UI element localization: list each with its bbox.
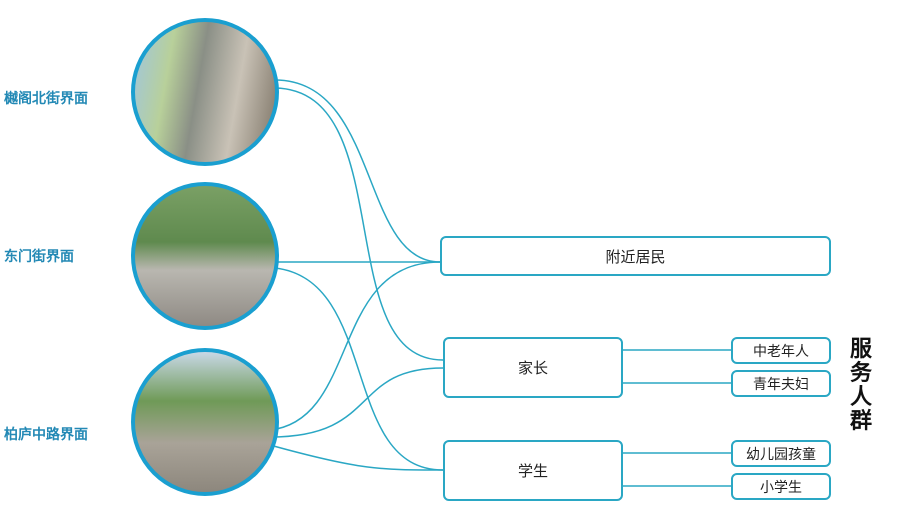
line-1-parents — [274, 87, 444, 361]
interface-label-2: 东门街界面 — [4, 249, 74, 265]
line-3-residents — [269, 261, 441, 431]
line-3-students — [269, 444, 444, 471]
group-residents: 附近居民 — [440, 236, 831, 276]
line-3-parents — [269, 367, 444, 438]
street-photo-1 — [131, 18, 279, 166]
subgroup-primary: 小学生 — [731, 473, 831, 500]
side-title: 服务人群 — [850, 337, 873, 434]
interface-label-1: 樾阁北街界面 — [4, 91, 88, 107]
street-photo-2 — [131, 182, 279, 330]
subgroup-elderly: 中老年人 — [731, 337, 831, 364]
line-2-students — [274, 267, 444, 471]
street-photo-3 — [131, 348, 279, 496]
interface-label-3: 柏庐中路界面 — [4, 427, 88, 443]
group-parents: 家长 — [443, 337, 623, 398]
subgroup-young-couples: 青年夫妇 — [731, 370, 831, 397]
group-students: 学生 — [443, 440, 623, 501]
line-1-residents — [274, 79, 441, 263]
subgroup-kindergarten: 幼儿园孩童 — [731, 440, 831, 467]
